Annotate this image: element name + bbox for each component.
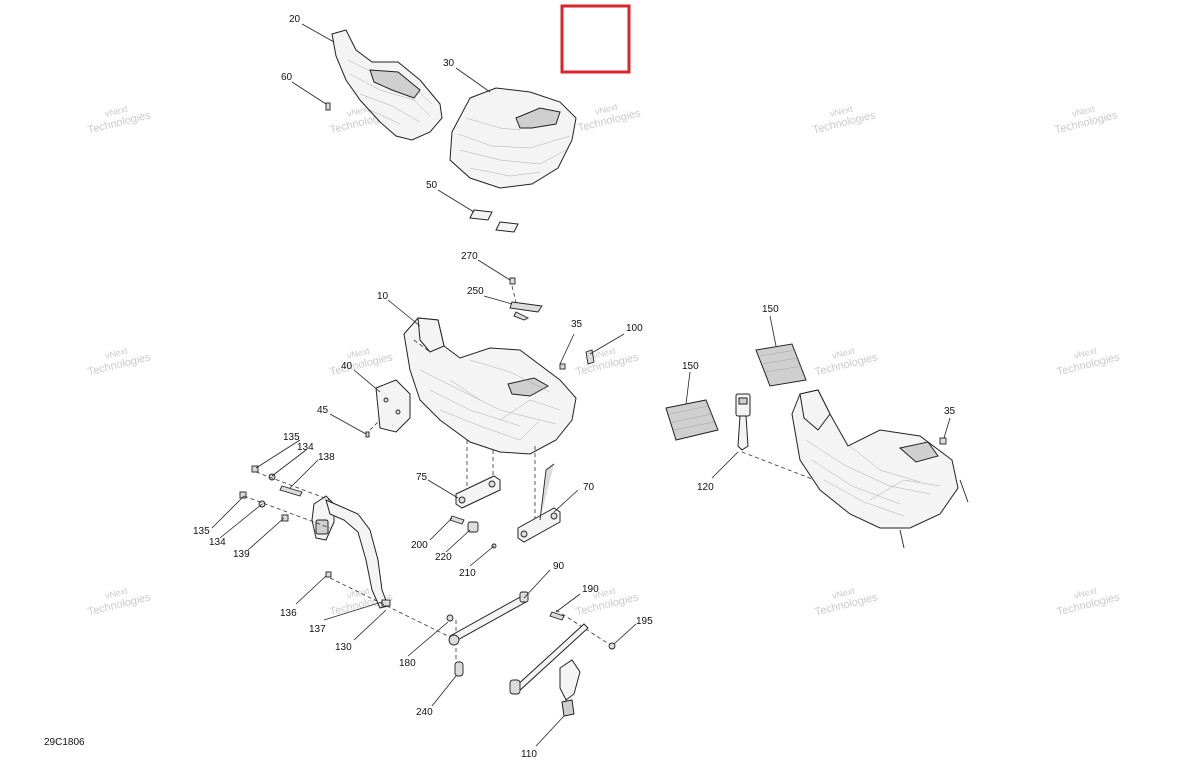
watermark: vNext Technologies <box>87 345 153 378</box>
part-240-sleeve[interactable] <box>454 661 464 677</box>
label-120[interactable]: 120 <box>697 482 714 493</box>
part-45-screw[interactable] <box>365 431 370 438</box>
label-250[interactable]: 250 <box>467 286 484 297</box>
label-50[interactable]: 50 <box>426 180 438 191</box>
part-137-anchor[interactable] <box>381 599 391 607</box>
part-190-rod[interactable] <box>509 611 589 695</box>
label-137[interactable]: 137 <box>309 624 326 635</box>
part-30-seat-cushion[interactable] <box>449 87 577 189</box>
label-195[interactable]: 195 <box>636 616 653 627</box>
watermark: vNext Technologies <box>814 345 880 378</box>
part-35-bolt[interactable] <box>559 363 566 370</box>
part-135-bolt[interactable] <box>251 465 259 473</box>
part-seat-assembly-right[interactable] <box>791 389 969 549</box>
label-100[interactable]: 100 <box>626 323 643 334</box>
part-180-bushing[interactable] <box>446 614 454 622</box>
label-90[interactable]: 90 <box>553 561 565 572</box>
part-135-bolt-lower[interactable] <box>239 491 247 499</box>
part-labels: 20 60 30 50 270 250 10 35 100 40 45 135 … <box>193 14 956 760</box>
part-130-seat-belt-retractor[interactable] <box>311 495 389 609</box>
part-110-buckle[interactable] <box>559 659 581 717</box>
label-135-bottom[interactable]: 135 <box>193 526 210 537</box>
part-10-seat-frame[interactable] <box>403 317 577 520</box>
part-50-labels[interactable] <box>469 209 519 233</box>
part-270-screw[interactable] <box>509 277 516 285</box>
part-40-side-panel[interactable] <box>375 379 411 433</box>
part-250-latch[interactable] <box>509 301 543 321</box>
leader-lines <box>211 23 951 747</box>
part-139-screw[interactable] <box>281 514 289 522</box>
label-220[interactable]: 220 <box>435 552 452 563</box>
label-150-upper[interactable]: 150 <box>762 304 779 315</box>
watermark: vNext Technologies <box>577 101 643 134</box>
label-10[interactable]: 10 <box>377 291 389 302</box>
part-70-rail[interactable] <box>517 463 561 543</box>
label-45[interactable]: 45 <box>317 405 329 416</box>
label-130[interactable]: 130 <box>335 642 352 653</box>
label-135-top[interactable]: 135 <box>283 432 300 443</box>
label-270[interactable]: 270 <box>461 251 478 262</box>
label-136[interactable]: 136 <box>280 608 297 619</box>
watermark: vNext Technologies <box>575 345 641 378</box>
part-195-nut[interactable] <box>608 642 616 650</box>
part-100-bracket[interactable] <box>585 349 595 365</box>
part-136-bolt[interactable] <box>325 571 332 578</box>
part-90-crossbar[interactable] <box>448 591 529 646</box>
watermark: vNext Technologies <box>814 585 880 618</box>
label-138[interactable]: 138 <box>318 452 335 463</box>
watermark: vNext Technologies <box>1054 103 1120 136</box>
label-75[interactable]: 75 <box>416 472 428 483</box>
label-35-right[interactable]: 35 <box>944 406 956 417</box>
label-70[interactable]: 70 <box>583 482 595 493</box>
part-60-fastener[interactable] <box>325 102 331 111</box>
label-200[interactable]: 200 <box>411 540 428 551</box>
watermark: vNext Technologies <box>812 103 878 136</box>
part-75-rail[interactable] <box>455 475 501 509</box>
watermark: vNext Technologies <box>1056 585 1122 618</box>
label-110[interactable]: 110 <box>521 749 537 760</box>
part-150-pad-lower[interactable] <box>665 399 719 441</box>
part-120-belt-buckle[interactable] <box>735 393 751 451</box>
watermarks: vNext Technologies vNext Technologies vN… <box>87 101 1122 618</box>
highlight-box[interactable] <box>560 4 631 74</box>
label-60[interactable]: 60 <box>281 72 293 83</box>
label-150-lower[interactable]: 150 <box>682 361 699 372</box>
part-20-backrest[interactable] <box>331 29 443 141</box>
part-150-pad-upper[interactable] <box>755 343 807 387</box>
part-200-screw[interactable] <box>449 515 465 525</box>
label-20[interactable]: 20 <box>289 14 301 25</box>
watermark: vNext Technologies <box>1056 345 1122 378</box>
part-35-bolt-right[interactable] <box>939 437 947 445</box>
label-30[interactable]: 30 <box>443 58 455 69</box>
label-134-top[interactable]: 134 <box>297 442 314 453</box>
part-134-washer[interactable] <box>268 473 276 481</box>
part-138-screw[interactable] <box>279 485 303 497</box>
label-134-bottom[interactable]: 134 <box>209 537 226 548</box>
label-210[interactable]: 210 <box>459 568 476 579</box>
watermark: vNext Technologies <box>87 585 153 618</box>
watermark: vNext Technologies <box>87 103 153 136</box>
label-40[interactable]: 40 <box>341 361 353 372</box>
label-180[interactable]: 180 <box>399 658 416 669</box>
label-35-top[interactable]: 35 <box>571 319 583 330</box>
watermark: vNext Technologies <box>329 345 395 378</box>
part-220-bushing[interactable] <box>467 521 479 533</box>
diagram-id: 29C1806 <box>44 737 85 748</box>
label-190[interactable]: 190 <box>582 584 599 595</box>
label-240[interactable]: 240 <box>416 707 433 718</box>
label-139[interactable]: 139 <box>233 549 250 560</box>
